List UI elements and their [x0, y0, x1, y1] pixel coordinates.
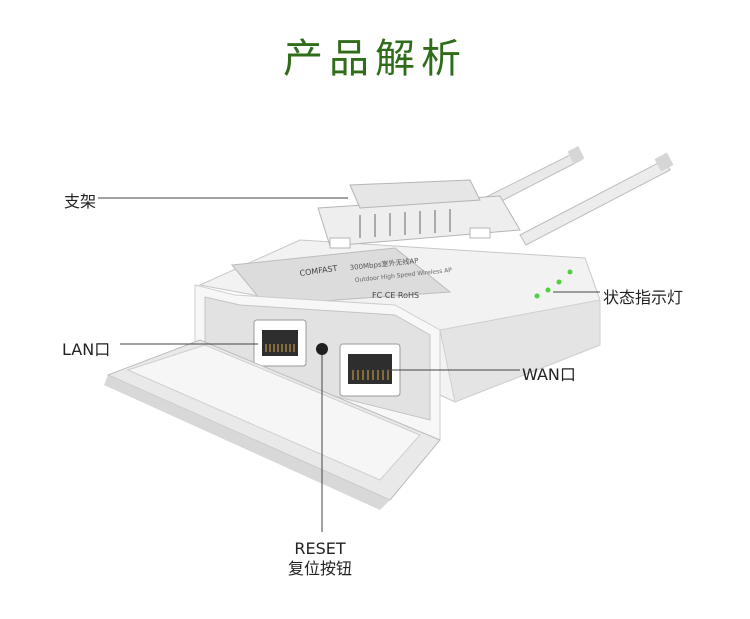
status-led	[545, 287, 551, 293]
cert-text: FC CE RoHS	[372, 291, 419, 300]
status-led-group	[534, 269, 573, 299]
opened-cover	[104, 339, 441, 510]
wan-port	[339, 343, 401, 397]
wan-port-label: WAN口	[522, 365, 576, 384]
antenna-right	[519, 152, 674, 246]
status-led	[567, 269, 573, 275]
status-lights-label: 状态指示灯	[603, 288, 684, 307]
reset-label: RESET 复位按钮	[255, 539, 385, 579]
antenna-left	[479, 146, 585, 210]
mounting-bracket	[317, 179, 521, 249]
status-led	[556, 279, 562, 285]
reset-label-en: RESET	[294, 539, 346, 558]
bracket-label: 支架	[64, 192, 97, 211]
page-title: 产品解析	[283, 36, 467, 82]
lan-port	[253, 319, 307, 367]
reset-button	[316, 343, 328, 355]
reset-label-cn: 复位按钮	[287, 559, 352, 578]
lan-port-label: LAN口	[62, 340, 111, 359]
status-led	[534, 293, 540, 299]
